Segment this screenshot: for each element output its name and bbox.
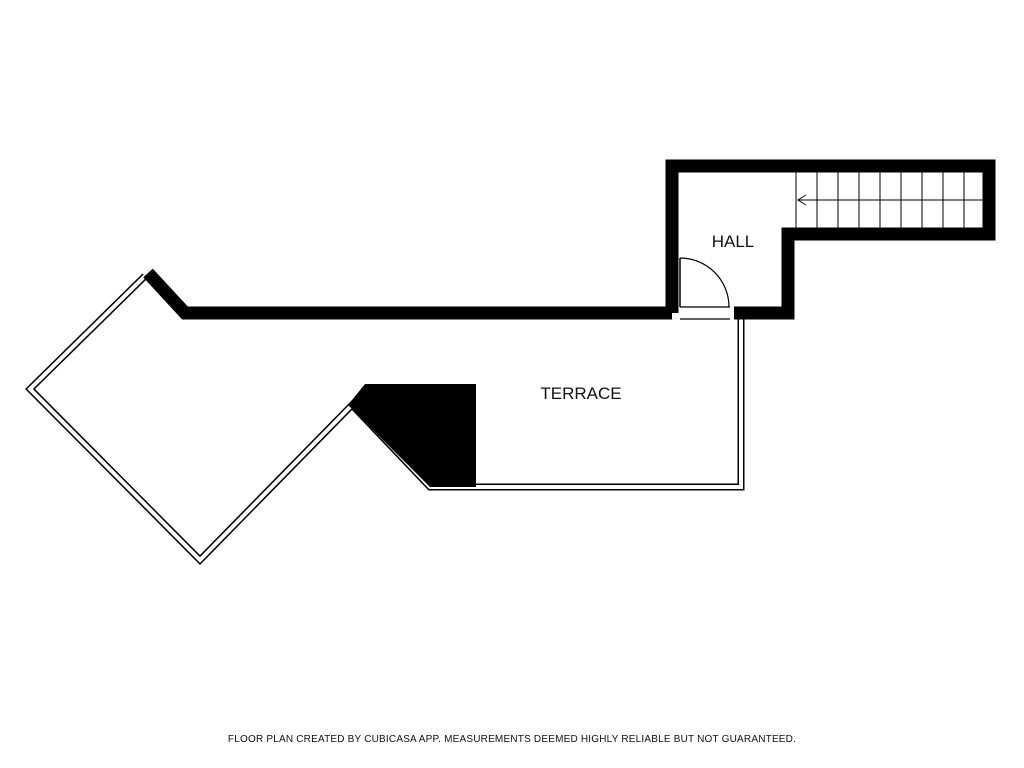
staircase [795, 172, 983, 228]
exterior-walls [143, 159, 996, 320]
terrace-label: TERRACE [540, 384, 621, 403]
footer-disclaimer: FLOOR PLAN CREATED BY CUBICASA APP. MEAS… [227, 734, 797, 745]
door-swing-icon [679, 257, 730, 320]
hall-label: HALL [712, 232, 755, 251]
arrow-left-icon [797, 194, 983, 206]
structural-block [348, 384, 476, 487]
